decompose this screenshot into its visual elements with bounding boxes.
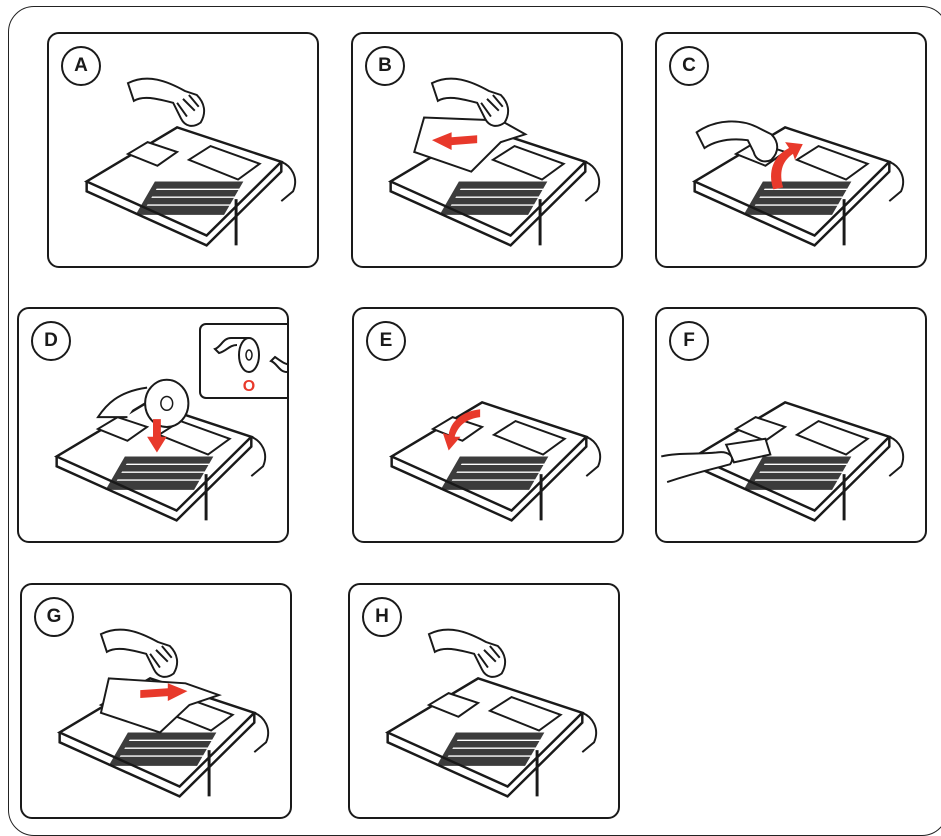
step-label: D [31,321,71,361]
step-panel-c: C [655,32,927,268]
step-panel-g: G [20,583,292,819]
step-label: G [34,597,74,637]
step-label: A [61,46,101,86]
step-panel-d: D O X [17,307,289,543]
paper-roll-wrong-icon [271,338,289,372]
step-label: H [362,597,402,637]
step-label: B [365,46,405,86]
step-panel-a: A [47,32,319,268]
step-panel-e: E [352,307,624,543]
step-panel-b: B [351,32,623,268]
step-label: C [669,46,709,86]
step-panel-h: H [348,583,620,819]
roll-orientation-legend: O X [199,323,289,399]
step-label: E [366,321,406,361]
step-label: F [669,321,709,361]
paper-roll-correct-icon [215,338,259,372]
correct-mark: O [243,378,255,395]
step-panel-f: F [655,307,927,543]
